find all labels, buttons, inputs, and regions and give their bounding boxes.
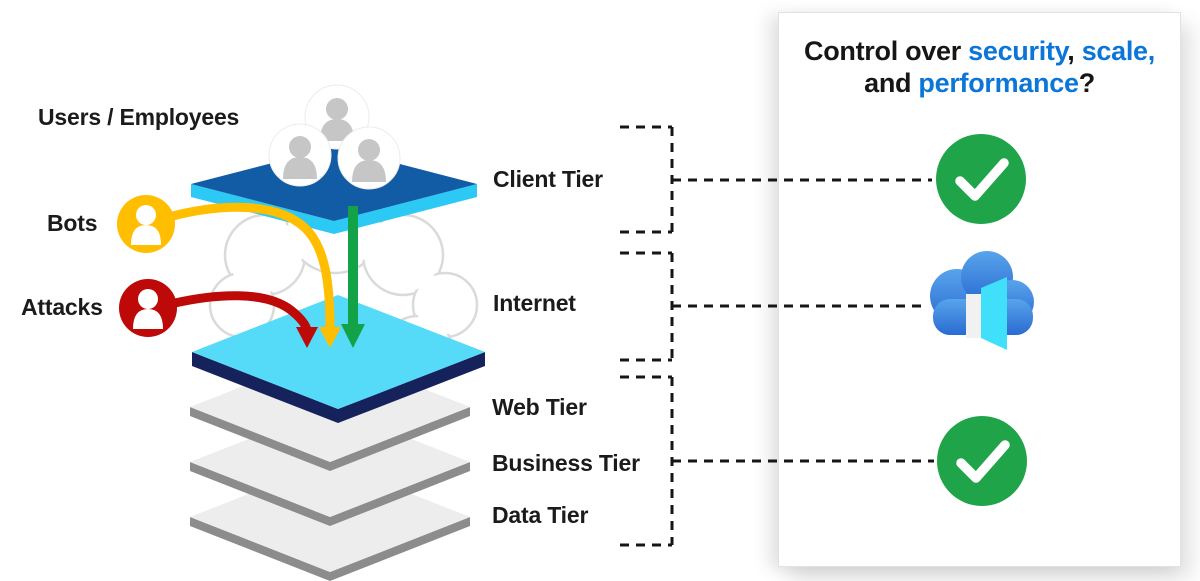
internet-label: Internet [493, 290, 576, 316]
check-icon [937, 416, 1027, 506]
title-highlight-performance: performance [918, 68, 1079, 99]
title-text: and [864, 68, 919, 99]
client-tier-label: Client Tier [493, 166, 603, 192]
title-text: , [1147, 36, 1156, 66]
users-label: Users / Employees [38, 104, 240, 130]
web-tier-label: Web Tier [492, 394, 587, 420]
cloud-door-icon [930, 251, 1034, 350]
business-tier-label: Business Tier [492, 450, 640, 476]
user-traffic-arrow [341, 206, 365, 348]
attacker-user-icon [119, 279, 177, 337]
bracket-dashed-lines [620, 125, 934, 547]
bots-label: Bots [47, 210, 98, 236]
title-text: , [1067, 36, 1082, 66]
check-icon [936, 134, 1026, 224]
users-group-icon [268, 84, 401, 190]
title-highlight-security: security [968, 36, 1068, 66]
title-text: ? [1078, 68, 1096, 99]
panel-title-line1: Control over security, scale, [779, 35, 1180, 67]
data-tier-label: Data Tier [492, 502, 589, 528]
attacks-label: Attacks [21, 294, 103, 320]
title-highlight-scale: scale [1081, 36, 1148, 66]
internet-tier-layer [192, 295, 485, 423]
attack-traffic-arrow [170, 291, 318, 348]
bot-traffic-arrow [164, 202, 341, 348]
panel-title: Control over security, scale, and perfor… [779, 13, 1180, 100]
client-tier-layer [191, 147, 477, 234]
title-text: Control over [804, 36, 969, 66]
panel-title-line2: and performance? [779, 67, 1180, 99]
bot-user-icon [117, 195, 175, 253]
